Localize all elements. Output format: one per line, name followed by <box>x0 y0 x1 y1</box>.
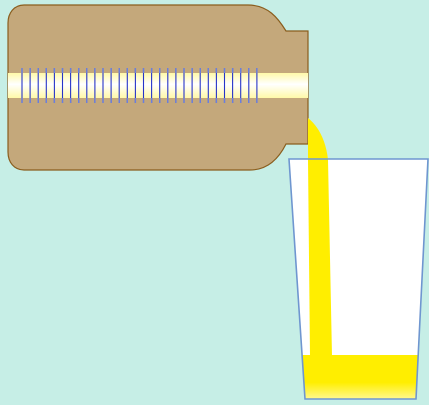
juice-stream <box>308 118 332 356</box>
bottle-label-band <box>8 73 308 98</box>
juice-bottle <box>8 5 308 170</box>
